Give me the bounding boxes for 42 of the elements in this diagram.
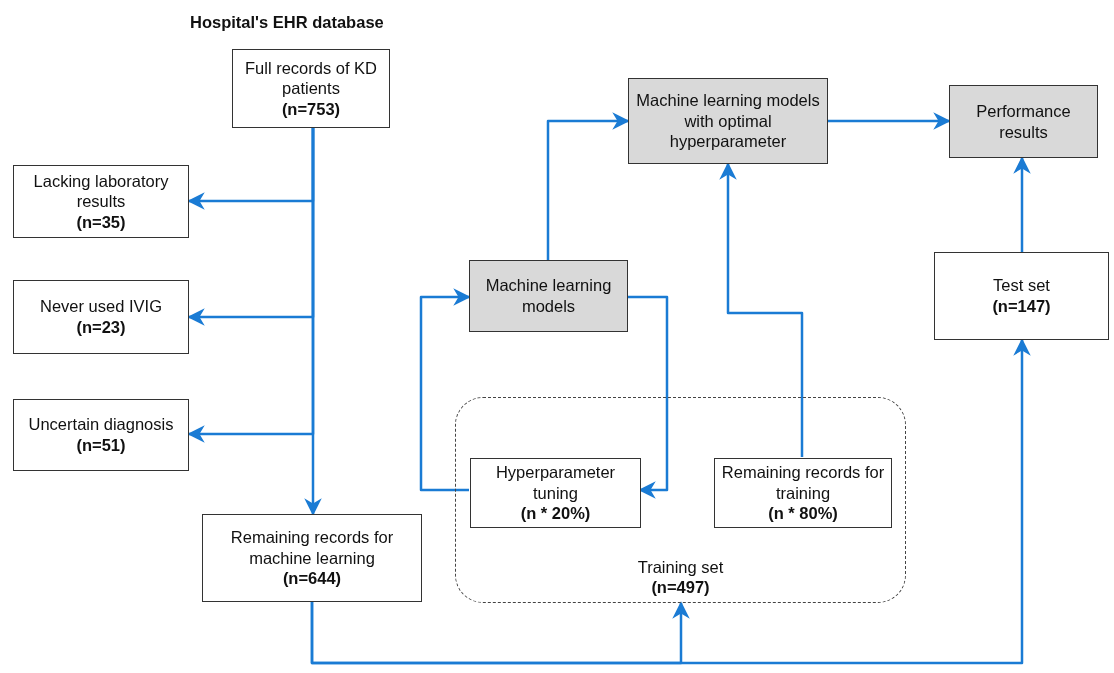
count-label: (n=147) [991,296,1052,317]
count-label: (n * 20%) [519,503,592,524]
node-label: Machine learning models with optimal hyperparameter [635,90,821,152]
node-label: Full records of KD patients [243,57,378,99]
process-box [13,399,189,471]
process-box [202,514,422,602]
count-label: (n=644) [281,568,343,589]
node-label: Never used IVIG [39,296,163,317]
process-box [13,165,189,238]
arrow [310,338,1031,665]
process-box [949,85,1098,158]
arrow [719,162,804,457]
count-label: (n=35) [75,211,127,233]
node-label: Hyperparameter tuning [494,462,617,504]
process-box [13,280,189,354]
process-box [934,252,1109,340]
count-label: (n=51) [75,435,127,456]
dashed-group-box [455,397,906,603]
node-label: Remaining records for machine learning [229,527,395,569]
node-label: Uncertain diagnosis [27,414,175,435]
process-box [470,458,641,528]
node-label: Remaining records for training [720,462,886,504]
node-label: Machine learning models [484,275,613,317]
node-label: Performance results [975,100,1072,143]
node-label: Lacking laboratory results [32,170,170,212]
arrow [628,295,669,499]
count-label: (n=753) [280,98,342,120]
arrow [828,112,951,130]
count-label: (n * 80%) [767,503,839,524]
node-label: Training set [636,556,725,578]
diagram-title: Hospital's EHR database [190,12,384,33]
process-box [232,49,390,128]
count-label: (n=497) [650,577,711,598]
arrow [546,112,630,260]
process-box [469,260,628,332]
arrow [419,288,471,492]
node-label: Test set [992,275,1051,296]
arrow [1013,156,1031,252]
process-box [628,78,828,164]
count-label: (n=23) [75,317,127,338]
process-box [714,458,892,528]
arrow [304,128,322,516]
